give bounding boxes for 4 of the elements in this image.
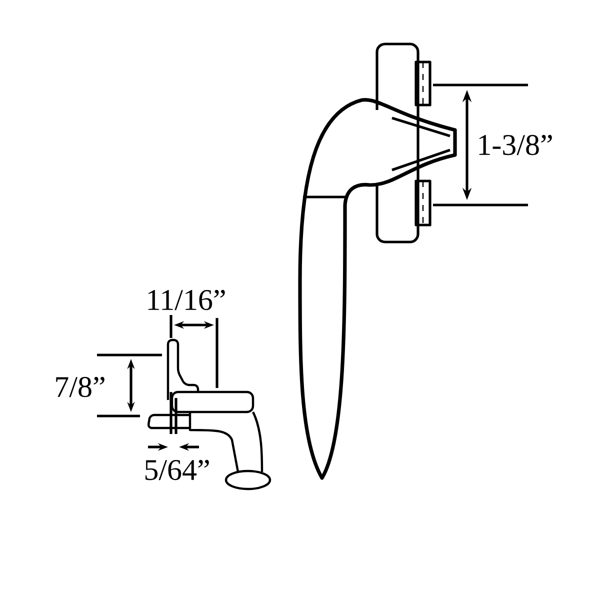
- dimension-label: 11/16”: [148, 290, 225, 310]
- dimension-label: 1-3/8”: [479, 134, 552, 156]
- dimension-label: 5/64”: [145, 460, 209, 480]
- dimension-label: 7/8”: [56, 376, 104, 398]
